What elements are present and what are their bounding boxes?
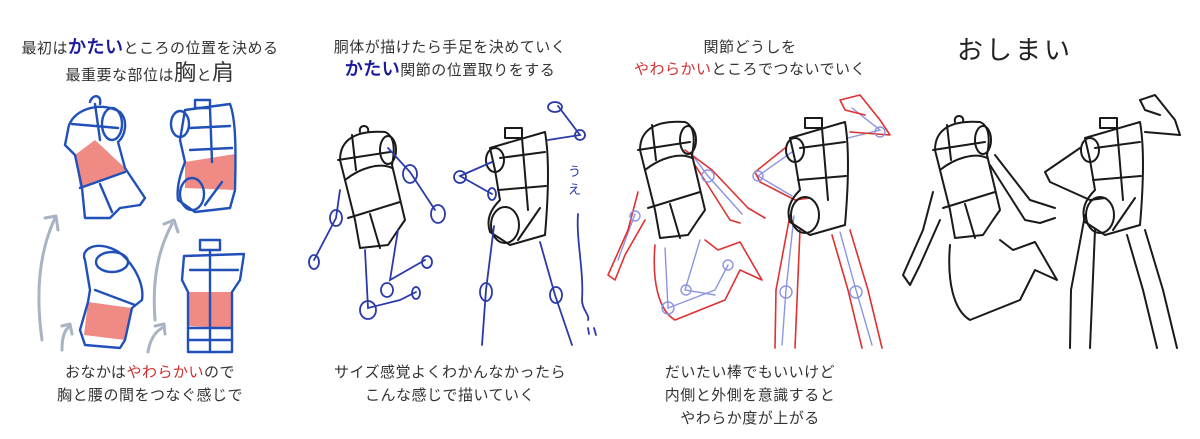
handwritten-note-text: う — [568, 165, 581, 180]
limbs-sketches: う え — [308, 101, 597, 346]
finished-sketches — [902, 94, 1181, 349]
torso-sketches — [37, 95, 246, 354]
panel-limbs-header-line2: かたい関節の位置取りをする — [344, 59, 556, 80]
figure-standing-joints — [453, 101, 586, 346]
panel-connect: 関節どうしを やわらかいところでつないでいく — [600, 0, 900, 439]
figure-standing-torso — [485, 127, 550, 246]
panel-connect-footer-line3: やわらか度が上がる — [680, 409, 820, 427]
panel-limbs-header-line1: 胴体が描けたら手足を決めていく — [333, 38, 567, 56]
figure-standing-final — [1044, 94, 1181, 349]
emphasis-shoulder: 肩 — [212, 61, 235, 86]
panel-connect-footer-line1: だいたい棒でもいいけど — [664, 363, 836, 381]
figure-jumping-connected — [607, 120, 766, 321]
figure-jumping-final — [902, 115, 1058, 321]
torso-three-quarter-left — [63, 95, 147, 220]
connect-sketches — [607, 94, 891, 349]
figure-jumping-torso — [337, 125, 406, 249]
arrow-icon — [37, 214, 180, 354]
handwritten-note: う え — [568, 165, 597, 336]
panel-limbs: 胴体が描けたら手足を決めていく かたい関節の位置取りをする — [300, 0, 600, 439]
emphasis-yawarakai: やわらかい — [126, 363, 204, 381]
torso-top-view — [78, 244, 144, 350]
panel-connect-header-line1: 関節どうしを — [703, 38, 797, 56]
panel-connect-footer-line2: 内側と外側を意識すると — [664, 386, 836, 404]
emphasis-katai: かたい — [344, 59, 401, 80]
svg-text:え: え — [568, 183, 581, 198]
panel-finish-title: おしまい — [956, 36, 1073, 66]
panel-finish: おしまい — [900, 0, 1200, 439]
torso-front-view — [180, 238, 246, 354]
figure-standing-connected — [752, 94, 891, 349]
panel-limbs-footer-line2: こんな感じで描いていく — [364, 386, 536, 404]
figure-jumping-joints — [308, 147, 446, 320]
panel-torso-footer-line2: 胸と腰の間をつなぐ感じで — [56, 386, 243, 404]
torso-three-quarter-right — [169, 98, 237, 214]
panel-torso: 最初はかたいところの位置を決める 最重要な部位は胸と肩 — [0, 0, 300, 439]
emphasis-yawarakai: やわらかい — [633, 60, 712, 78]
panel-torso-header-line1: 最初はかたいところの位置を決める — [21, 37, 279, 58]
panel-connect-header-line2: やわらかいところでつないでいく — [633, 60, 867, 78]
panel-limbs-footer-line1: サイズ感覚よくわかんなかったら — [333, 363, 567, 381]
emphasis-katai: かたい — [68, 37, 124, 58]
emphasis-chest: 胸 — [173, 61, 197, 86]
panel-torso-header-line2: 最重要な部位は胸と肩 — [65, 61, 235, 86]
panel-torso-footer-line1: おなかはやわらかいので — [65, 363, 235, 381]
